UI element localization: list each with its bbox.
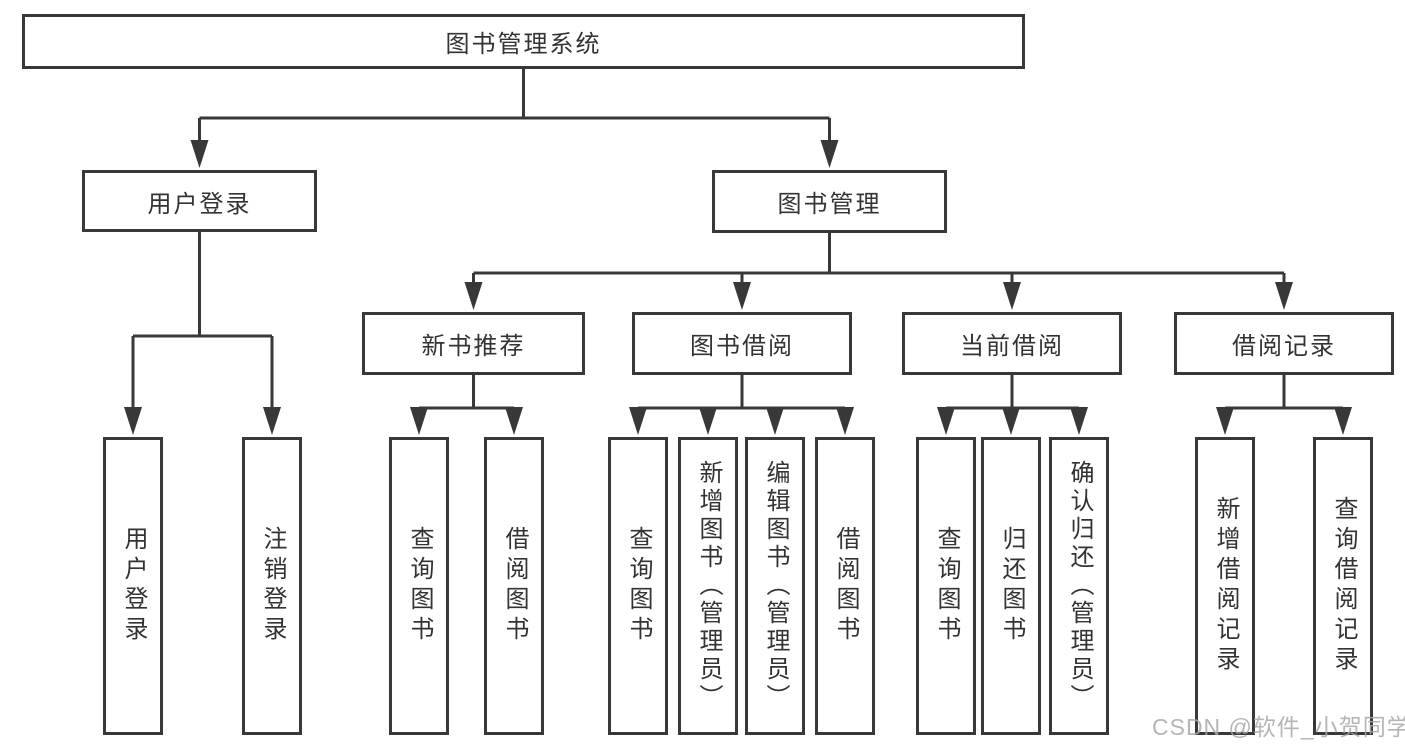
arrow-head [766, 407, 784, 435]
connector-borrow-record [1225, 375, 1343, 410]
connector-new-book-recommend [419, 375, 514, 410]
arrow-head [1003, 282, 1021, 310]
arrow-head [733, 282, 751, 310]
node-user-login: 用户登录 [82, 170, 317, 232]
arrow-head [464, 282, 483, 310]
leaf-user-login: 用户登录 [103, 437, 163, 735]
arrow-head [190, 140, 209, 168]
arrow-head [699, 407, 717, 435]
arrow-head [263, 407, 281, 435]
leaf-borrow-borrow-book: 借阅图书 [815, 437, 875, 735]
watermark-text: CSDN @软件_小贺同学 [1152, 714, 1405, 740]
connector-book-borrow [638, 375, 845, 410]
node-new-book-recommend: 新书推荐 [362, 312, 585, 375]
arrow-head [836, 407, 854, 435]
leaf-record-add: 新增借阅记录 [1195, 437, 1255, 735]
leaf-recommend-borrow-book: 借阅图书 [484, 437, 544, 735]
leaf-record-query: 查询借阅记录 [1313, 437, 1373, 735]
arrow-head [1216, 407, 1234, 435]
connector-user-login [133, 232, 272, 338]
arrow-head [1275, 282, 1293, 310]
arrow-head [1334, 407, 1352, 435]
node-current-borrow: 当前借阅 [902, 312, 1122, 375]
leaf-borrow-edit-book: 编辑图书（管理员） [745, 437, 805, 735]
connector-root [199, 69, 830, 120]
node-book-borrow: 图书借阅 [632, 312, 852, 375]
arrow-head [937, 407, 955, 435]
node-root: 图书管理系统 [22, 14, 1025, 69]
node-book-management: 图书管理 [712, 170, 947, 233]
leaf-recommend-query-book: 查询图书 [389, 437, 449, 735]
leaf-current-return-book: 归还图书 [981, 437, 1041, 735]
arrow-head [1070, 407, 1088, 435]
leaf-current-confirm-return: 确认归还（管理员） [1049, 437, 1109, 735]
arrow-head [820, 140, 839, 168]
leaf-current-query-book: 查询图书 [916, 437, 976, 735]
arrow-head [410, 407, 428, 435]
leaf-borrow-query-book: 查询图书 [608, 437, 668, 735]
connector-book-management [473, 233, 1284, 275]
leaf-borrow-add-book: 新增图书（管理员） [678, 437, 738, 735]
arrow-head [505, 407, 523, 435]
connector-current-borrow [946, 375, 1079, 410]
arrow-head [629, 407, 647, 435]
arrow-head [1002, 407, 1020, 435]
node-borrow-record: 借阅记录 [1174, 312, 1394, 375]
leaf-logout: 注销登录 [242, 437, 302, 735]
arrow-head [124, 407, 142, 435]
